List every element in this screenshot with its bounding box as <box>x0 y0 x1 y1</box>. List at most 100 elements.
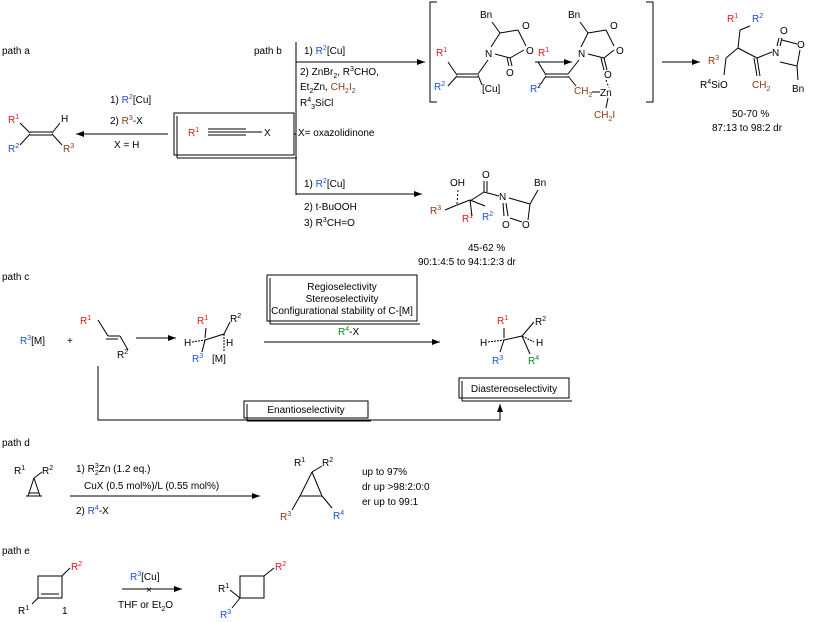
svg-text:CH2: CH2 <box>574 86 592 99</box>
a-step1: 1) R2[Cu] <box>110 94 151 106</box>
svg-text:R2: R2 <box>275 561 286 573</box>
svg-text:R2: R2 <box>530 83 541 95</box>
svg-text:Configurational stability of C: Configurational stability of C-[M] <box>271 306 413 317</box>
path-d-label: path d <box>2 438 30 449</box>
svg-text:O: O <box>506 68 514 79</box>
d-er: er up to 99:1 <box>362 497 419 508</box>
svg-text:N: N <box>485 49 492 60</box>
e-solvent: THF or Et2O <box>118 600 173 613</box>
c-plus: + <box>67 336 73 347</box>
svg-text:R2: R2 <box>322 457 333 469</box>
svg-text:R1: R1 <box>218 583 229 595</box>
svg-text:O: O <box>610 21 618 32</box>
b-bottom-step1: 1) R2[Cu] <box>304 178 345 190</box>
c-intermediate: R1 H R3 R2 H [M] <box>184 313 241 365</box>
svg-text:R3: R3 <box>280 511 291 523</box>
svg-text:R3: R3 <box>492 355 503 367</box>
svg-text:O: O <box>482 170 490 181</box>
d-cyclopropane: R1 R2 R3 R4 <box>280 457 344 523</box>
svg-text:Diastereoselectivity: Diastereoselectivity <box>471 384 557 395</box>
c-r4x: R4-X <box>338 326 359 338</box>
svg-text:R2: R2 <box>434 81 445 93</box>
b-top-step4: R43SiCl <box>300 97 333 111</box>
e-reagent: R3[Cu] <box>130 571 160 583</box>
svg-text:O: O <box>526 46 534 57</box>
intermediate-zinc: Bn O N O O R1 R2 CH2 Zn CH2I <box>530 10 624 123</box>
a-product-r3: R3 <box>63 143 74 155</box>
path-b-label: path b <box>254 46 282 57</box>
svg-text:R1: R1 <box>497 315 508 327</box>
svg-text:R3: R3 <box>192 353 203 365</box>
svg-text:OH: OH <box>450 178 465 189</box>
b-top-step2: 2) ZnBr2, R3CHO, <box>300 66 379 80</box>
c-diastereo-box: Diastereoselectivity <box>458 377 572 402</box>
svg-text:Bn: Bn <box>792 84 804 95</box>
c-alkene: R1 R2 <box>80 315 129 361</box>
b-bottom-product: OH R3 R1 R2 O N O O Bn <box>430 170 546 231</box>
svg-text:R2: R2 <box>71 561 82 573</box>
svg-text:R3: R3 <box>708 55 719 67</box>
svg-text:CH2I: CH2I <box>594 110 615 123</box>
svg-text:H: H <box>536 338 543 349</box>
svg-text:R2: R2 <box>752 13 763 25</box>
c-product: R1 H R3 R2 H R4 <box>480 315 546 367</box>
svg-text:[Cu]: [Cu] <box>482 84 501 95</box>
svg-text:R1: R1 <box>80 315 91 327</box>
svg-text:Stereoselectivity: Stereoselectivity <box>306 294 379 305</box>
svg-text:Regioselectivity: Regioselectivity <box>307 282 376 293</box>
a-product-r1: R1 <box>8 114 19 126</box>
svg-text:R2: R2 <box>535 316 546 328</box>
svg-text:H: H <box>226 338 233 349</box>
alkyne-x: X <box>264 128 271 139</box>
d-dr: dr up >98:2:0:0 <box>362 482 430 493</box>
intermediate-bracket <box>429 1 654 103</box>
svg-text:R4: R4 <box>333 510 344 522</box>
b-top-step1: 1) R2[Cu] <box>304 45 345 57</box>
svg-text:R1: R1 <box>727 13 738 25</box>
svg-text:Bn: Bn <box>480 10 492 21</box>
alkyne-r1: R1 <box>188 127 199 139</box>
svg-text:O: O <box>522 220 530 231</box>
svg-text:O: O <box>616 46 624 57</box>
d-cyclopropene: R1 R2 <box>14 465 53 497</box>
b-top-yield: 50-70 % <box>732 109 769 120</box>
svg-text:R1: R1 <box>197 315 208 327</box>
b-top-step3: Et2Zn, CH2I2 <box>300 82 356 95</box>
b-top-dr: 87:13 to 98:2 dr <box>712 123 783 134</box>
intermediate-vinylcopper: Bn O N O O [Cu] R1 R2 <box>434 10 534 95</box>
path-e-label: path e <box>2 546 30 557</box>
svg-text:N: N <box>499 192 506 203</box>
e-cyclobutene: R2 R1 1 <box>18 561 82 617</box>
a-product-r2: R2 <box>8 143 19 155</box>
b-bottom-step3: 3) R3CH=O <box>304 217 355 229</box>
e-cross-icon: × <box>146 585 152 596</box>
d-step1b: CuX (0.5 mol%)/L (0.55 mol%) <box>84 481 219 492</box>
b-top-product: R1 R2 R3 R4SiO CH2 N O O Bn <box>700 13 805 95</box>
svg-text:Bn: Bn <box>534 178 546 189</box>
c-reagent: R3[M] <box>20 335 45 347</box>
svg-text:O: O <box>604 70 612 81</box>
a-condition: X = H <box>114 140 139 151</box>
svg-text:R1: R1 <box>462 213 473 225</box>
b-bottom-step2: 2) t-BuOOH <box>304 202 357 213</box>
svg-text:R1: R1 <box>18 605 29 617</box>
alkyne-box <box>173 112 295 156</box>
b-x-definition: X= oxazolidinone <box>298 128 375 139</box>
path-a-label: path a <box>2 46 30 57</box>
svg-text:R1: R1 <box>294 457 305 469</box>
svg-text:O: O <box>797 40 805 51</box>
svg-text:R3: R3 <box>430 205 441 217</box>
svg-text:Zn: Zn <box>600 88 612 99</box>
svg-text:R2: R2 <box>482 211 493 223</box>
svg-text:O: O <box>522 21 530 32</box>
a-step2: 2) R3-X <box>110 115 143 127</box>
d-yield: up to 97% <box>362 467 407 478</box>
c-enantio-arrow <box>97 366 503 421</box>
path-c-label: path c <box>2 272 29 283</box>
path-a-product: R1 R2 H R3 <box>8 114 74 155</box>
svg-text:R3: R3 <box>220 609 231 621</box>
b-bottom-dr: 90:1:4:5 to 94:1:2:3 dr <box>418 257 517 268</box>
svg-text:CH2: CH2 <box>752 80 770 93</box>
